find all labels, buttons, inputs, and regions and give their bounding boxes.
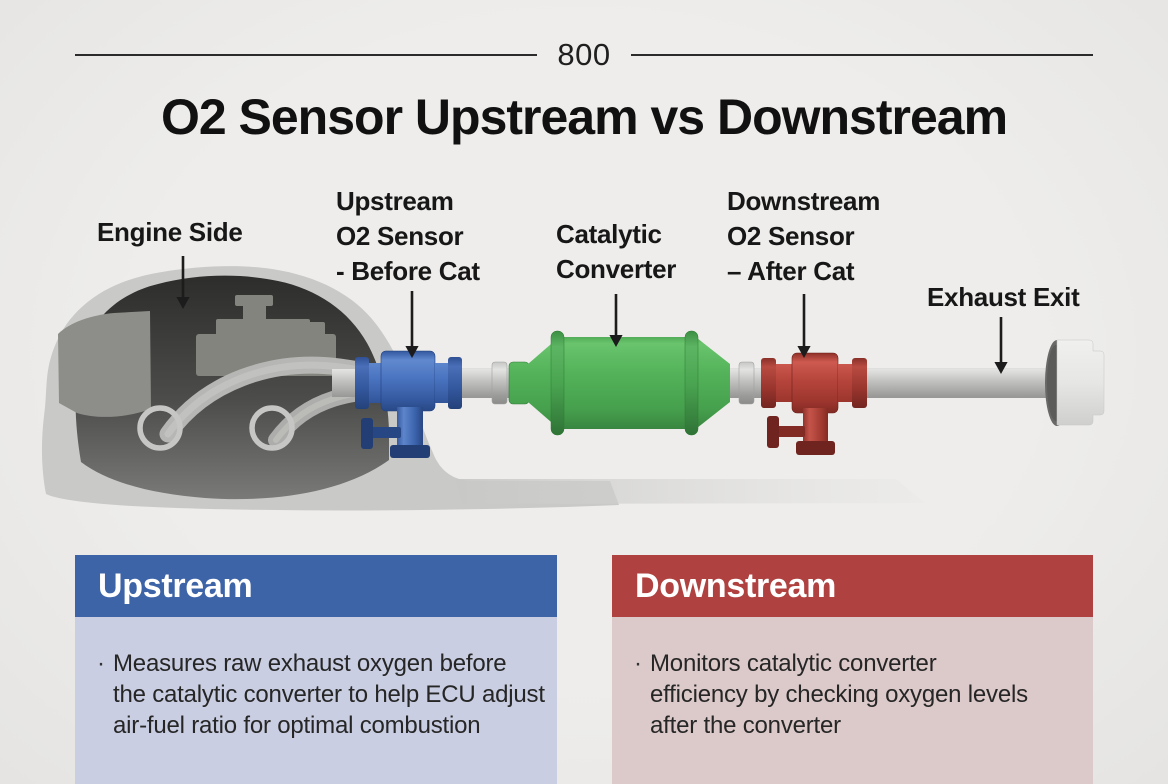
bullet-text-line: efficiency by checking oxygen levels xyxy=(650,681,1028,708)
bullet-dot: · xyxy=(634,650,642,677)
engine-bay xyxy=(41,266,619,511)
bullet-text-line: Measures raw exhaust oxygen before xyxy=(113,650,507,677)
card-upstream: Upstream · Measures raw exhaust oxygen b… xyxy=(75,555,557,784)
page-title: O2 Sensor Upstream vs Downstream xyxy=(160,89,1008,145)
arrow-upstream-sensor xyxy=(405,291,419,358)
card-upstream-header: Upstream xyxy=(75,555,557,617)
card-upstream-body: · Measures raw exhaust oxygen before the… xyxy=(75,617,557,784)
exhaust-tip xyxy=(1045,339,1105,426)
card-downstream-body: · Monitors catalytic converter efficienc… xyxy=(612,617,1093,784)
label-line: Catalytic xyxy=(556,219,662,249)
bullet-text: Measures raw exhaust oxygen before the c… xyxy=(113,648,545,741)
top-number: 800 xyxy=(557,37,611,72)
arrow-catalytic-converter xyxy=(609,294,623,347)
underbody-shadow xyxy=(455,479,925,504)
arrow-downstream-sensor xyxy=(797,294,811,358)
label-upstream-sensor: Upstream O2 Sensor - Before Cat xyxy=(336,184,480,289)
top-rule-left xyxy=(75,54,538,56)
label-line: O2 Sensor xyxy=(727,221,855,251)
bullet-item: · Measures raw exhaust oxygen before the… xyxy=(97,648,545,741)
label-exhaust-exit: Exhaust Exit xyxy=(927,280,1080,315)
label-arrows xyxy=(176,256,1008,374)
downstream-o2-sensor xyxy=(761,352,867,455)
bullet-text-line: air-fuel ratio for optimal combustion xyxy=(113,712,481,739)
label-line: - Before Cat xyxy=(336,256,480,286)
bullet-text: Monitors catalytic converter efficiency … xyxy=(650,648,1028,741)
converter-rib-left xyxy=(550,330,565,436)
arrow-engine-side xyxy=(176,256,190,309)
card-downstream-title: Downstream xyxy=(635,566,837,605)
top-rule: 800 xyxy=(75,37,1094,72)
engine-left-panel xyxy=(58,311,151,417)
label-line: Converter xyxy=(556,254,677,284)
label-line: O2 Sensor xyxy=(336,221,464,251)
pipe-collar-right xyxy=(738,361,755,405)
bullet-text-line: Monitors catalytic converter xyxy=(650,650,937,677)
label-line: Exhaust Exit xyxy=(927,282,1080,312)
label-engine-side: Engine Side xyxy=(97,215,243,250)
pipe-collar-left xyxy=(491,361,508,405)
bullet-item: · Monitors catalytic converter efficienc… xyxy=(634,648,1079,741)
bullet-text-line: after the converter xyxy=(650,712,841,739)
bullet-dot: · xyxy=(97,650,105,677)
label-downstream-sensor: Downstream O2 Sensor – After Cat xyxy=(727,184,880,289)
label-line: Downstream xyxy=(727,186,881,216)
arrow-exhaust-exit xyxy=(994,317,1008,374)
upstream-o2-sensor xyxy=(332,350,462,458)
label-line: Engine Side xyxy=(97,217,243,247)
card-downstream-header: Downstream xyxy=(612,555,1093,617)
card-downstream: Downstream · Monitors catalytic converte… xyxy=(612,555,1093,784)
card-upstream-title: Upstream xyxy=(98,566,253,605)
label-line: Upstream xyxy=(336,186,454,216)
label-catalytic-converter: Catalytic Converter xyxy=(556,217,676,287)
catalytic-converter xyxy=(508,330,730,436)
converter-rib-right xyxy=(684,330,699,436)
label-line: – After Cat xyxy=(727,256,855,286)
bullet-text-line: the catalytic converter to help ECU adju… xyxy=(113,681,545,708)
port-rings xyxy=(137,405,295,451)
top-rule-right xyxy=(630,54,1094,56)
